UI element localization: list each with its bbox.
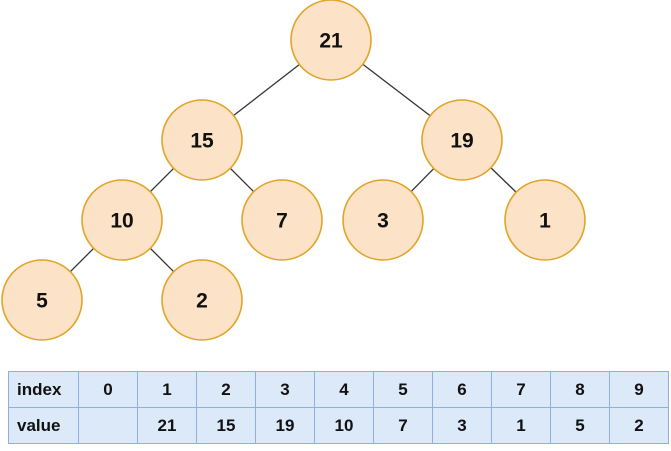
table-cell: 5 [373,371,433,408]
tree-node-circle[interactable] [161,99,243,181]
tree-node-label: 10 [110,210,133,233]
table-cell: 2 [609,407,669,444]
tree-edge [410,168,435,192]
table-cell: 0 [78,371,138,408]
tree-edge [362,63,431,117]
table-cell: 6 [432,371,492,408]
tree-node-circle[interactable] [290,0,372,81]
table-cell: 15 [196,407,256,444]
tree-node-circle[interactable] [342,179,424,261]
tree-node[interactable]: 21 [290,0,372,81]
table-cell: 9 [609,371,669,408]
tree-node-circle[interactable] [81,179,163,261]
tree-node-circle[interactable] [241,179,323,261]
tree-node[interactable]: 19 [421,99,503,181]
tree-node[interactable]: 3 [342,179,424,261]
tree-node[interactable]: 2 [161,259,243,341]
tree-edge [233,63,300,117]
table-cell: 5 [550,407,610,444]
table-cell: 2 [196,371,256,408]
table-cell: 21 [137,407,197,444]
tree-node[interactable]: 7 [241,179,323,261]
row-label-value: value [8,407,79,444]
table-cell: 10 [314,407,374,444]
tree-node-label: 19 [450,130,473,153]
table-cell: 7 [373,407,433,444]
tree-node-label: 3 [377,210,389,233]
row-label-index: index [8,371,79,408]
tree-node-label: 15 [190,130,214,153]
tree-node-label: 2 [196,290,208,313]
tree-edge [69,247,95,273]
tree-node[interactable]: 5 [1,259,83,341]
table-cell [78,407,138,444]
tree-edge [490,167,517,193]
tree-edge [229,167,255,193]
tree-node-circle[interactable] [504,179,586,261]
tree-edge [149,167,175,193]
table-cell: 19 [255,407,315,444]
tree-node-label: 21 [319,30,343,53]
table-cell: 4 [314,371,374,408]
tree-node-label: 1 [539,210,551,233]
table-cell: 1 [491,407,551,444]
tree-edges-group [69,63,517,273]
tree-node[interactable]: 1 [504,179,586,261]
tree-node-circle[interactable] [1,259,83,341]
table-cell: 1 [137,371,197,408]
tree-node-circle[interactable] [421,99,503,181]
tree-edge [149,247,175,273]
table-cell: 8 [550,371,610,408]
tree-node[interactable]: 15 [161,99,243,181]
tree-node-circle[interactable] [161,259,243,341]
tree-node-label: 5 [36,290,48,313]
table-cell: 7 [491,371,551,408]
table-cell: 3 [432,407,492,444]
table-cell: 3 [255,371,315,408]
tree-node-label: 7 [276,210,288,233]
tree-node[interactable]: 10 [81,179,163,261]
